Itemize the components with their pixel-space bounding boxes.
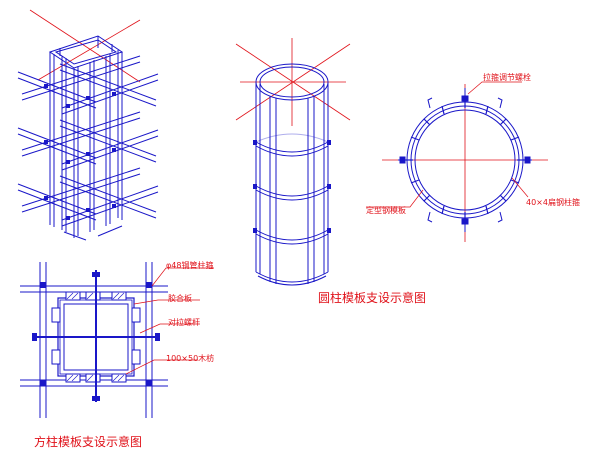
- round-body: [255, 63, 329, 286]
- label-flat-steel-hoop: 40×4扁钢柱箍: [526, 198, 580, 207]
- label-plywood: 胶合板: [168, 294, 192, 303]
- iso-hoops: [17, 55, 159, 241]
- round-centerlines: [235, 38, 351, 126]
- iso-centerlines: [29, 9, 141, 83]
- label-timber: 100×50木枋: [166, 354, 215, 363]
- label-adjust-bolt: 拉箍调节螺栓: [483, 73, 531, 82]
- round-column-elevation: [235, 38, 351, 286]
- label-tie-bolt: 对拉螺杆: [168, 318, 200, 327]
- iso-clamps: [44, 84, 116, 220]
- sq-plan-hatch: [66, 292, 125, 382]
- plan-ticks: [405, 100, 525, 220]
- square-column-isometric: [17, 9, 159, 241]
- round-clamps: [253, 140, 331, 233]
- sq-plan-nuts: [32, 272, 160, 401]
- sq-plan-tie-bolts: [32, 270, 160, 402]
- label-steel-pipe-hoop: φ48钢管柱箍: [166, 261, 214, 270]
- label-steel-formwork: 定型钢模板: [366, 206, 406, 215]
- sq-plan-timbers: [51, 291, 141, 383]
- round-column-caption: 圆柱模板支设示意图: [318, 291, 427, 305]
- square-column-caption: 方柱模板支设示意图: [34, 435, 143, 449]
- plan-bolts: [398, 88, 532, 232]
- plan-leaders: [366, 81, 529, 208]
- sq-plan-leaders: [125, 267, 214, 375]
- square-column-plan: [20, 262, 214, 418]
- round-column-plan: [366, 81, 548, 242]
